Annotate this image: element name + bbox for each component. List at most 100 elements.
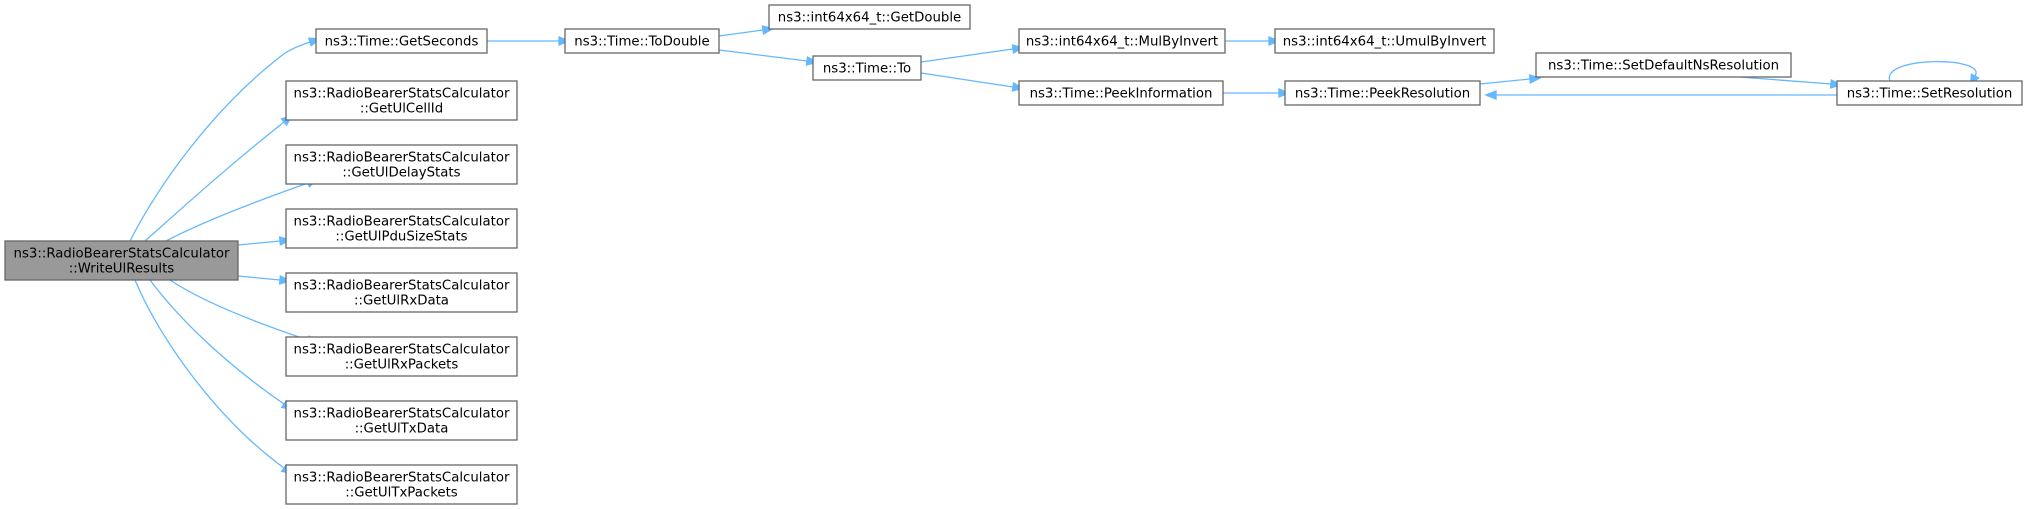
node-label-line: ns3::RadioBearerStatsCalculator <box>294 471 510 486</box>
node-label-line: ::GetUlRxPackets <box>345 358 459 373</box>
arrowhead-icon <box>1829 79 1843 89</box>
node-peekinfo[interactable]: ns3::Time::PeekInformation <box>1018 80 1224 106</box>
edge-setdefns-to-setres <box>1739 76 1843 89</box>
node-box <box>285 272 518 313</box>
edge-line <box>129 41 311 242</box>
edge-line <box>237 275 281 281</box>
node-ulrxdata[interactable]: ns3::RadioBearerStatsCalculator::GetUlRx… <box>285 272 518 313</box>
arrowhead-icon <box>805 55 819 66</box>
edge-write-to-ulrxdata <box>237 275 292 285</box>
node-write[interactable]: ns3::RadioBearerStatsCalculator::WriteUl… <box>4 240 239 281</box>
node-label-line: ns3::RadioBearerStatsCalculator <box>294 343 510 358</box>
edge-line <box>1479 78 1531 85</box>
arrowhead-icon <box>558 36 571 46</box>
arrowhead-icon <box>1484 90 1497 100</box>
node-box <box>1535 52 1792 78</box>
node-box <box>1018 28 1226 54</box>
edge-write-to-ultxdata <box>149 279 294 411</box>
node-box <box>285 80 518 121</box>
node-box <box>285 400 518 441</box>
node-getseconds[interactable]: ns3::Time::GetSeconds <box>315 28 488 54</box>
edge-to-to-peekinfo <box>920 72 1025 92</box>
node-ultxdata[interactable]: ns3::RadioBearerStatsCalculator::GetUlTx… <box>285 400 518 441</box>
node-todouble[interactable]: ns3::Time::ToDouble <box>564 28 720 54</box>
node-setdefns[interactable]: ns3::Time::SetDefaultNsResolution <box>1535 52 1792 78</box>
node-box <box>285 144 518 185</box>
edge-line <box>1739 76 1832 85</box>
node-ulrxpk[interactable]: ns3::RadioBearerStatsCalculator::GetUlRx… <box>285 336 518 377</box>
node-box <box>1284 80 1481 106</box>
node-to[interactable]: ns3::Time::To <box>812 55 922 81</box>
node-box <box>285 464 518 505</box>
node-ultxpk[interactable]: ns3::RadioBearerStatsCalculator::GetUlTx… <box>285 464 518 505</box>
edge-peekres-to-setdefns <box>1479 74 1542 85</box>
node-label-line: ns3::Time::SetResolution <box>1847 87 2013 102</box>
edge-to-to-mulbyinv <box>920 44 1025 63</box>
node-box <box>1274 28 1495 54</box>
node-label-line: ns3::int64x64_t::UmulByInvert <box>1283 35 1487 50</box>
node-label-line: ns3::RadioBearerStatsCalculator <box>14 247 230 262</box>
node-label-line: ns3::RadioBearerStatsCalculator <box>294 215 510 230</box>
node-label-line: ns3::int64x64_t::MulByInvert <box>1026 35 1218 50</box>
node-label-line: ::GetUlTxPackets <box>345 486 458 501</box>
node-label-line: ns3::Time::SetDefaultNsResolution <box>1548 59 1779 74</box>
node-uldelay[interactable]: ns3::RadioBearerStatsCalculator::GetUlDe… <box>285 144 518 185</box>
node-label-line: ::GetUlTxData <box>355 422 449 437</box>
edge-line <box>165 182 309 242</box>
node-label-line: ns3::RadioBearerStatsCalculator <box>294 151 510 166</box>
node-box <box>285 208 518 249</box>
edge-line <box>169 279 309 341</box>
node-label-line: ns3::Time::To <box>823 62 911 77</box>
node-peekres[interactable]: ns3::Time::PeekResolution <box>1284 80 1481 106</box>
edge-line <box>1889 60 1977 82</box>
nodes-layer: ns3::RadioBearerStatsCalculator::WriteUl… <box>4 4 2023 505</box>
node-box <box>812 55 922 81</box>
edge-write-to-ulpdu <box>237 236 292 246</box>
node-label-line: ::GetUlRxData <box>354 294 449 309</box>
edge-line <box>718 29 764 37</box>
edge-line <box>134 279 285 469</box>
node-label-line: ns3::int64x64_t::GetDouble <box>778 11 961 26</box>
arrowhead-icon <box>278 236 292 246</box>
node-getdouble[interactable]: ns3::int64x64_t::GetDouble <box>768 4 971 30</box>
arrowhead-icon <box>1278 88 1291 98</box>
node-label-line: ::GetUlCellId <box>360 102 443 117</box>
edge-todouble-to-to <box>718 49 819 66</box>
node-label-line: ::GetUlPduSizeStats <box>335 230 467 245</box>
edge-mulbyinv-to-umulbyinv <box>1225 36 1281 46</box>
node-ulpdu[interactable]: ns3::RadioBearerStatsCalculator::GetUlPd… <box>285 208 518 249</box>
node-mulbyinv[interactable]: ns3::int64x64_t::MulByInvert <box>1018 28 1226 54</box>
node-label-line: ::WriteUlResults <box>69 262 175 277</box>
node-label-line: ns3::Time::PeekInformation <box>1030 87 1213 102</box>
node-label-line: ns3::Time::GetSeconds <box>325 35 479 50</box>
edge-setres-to-peekres <box>1484 90 1837 100</box>
node-box <box>564 28 720 54</box>
node-label-line: ns3::RadioBearerStatsCalculator <box>294 279 510 294</box>
edge-write-to-ultxpk <box>134 279 294 475</box>
edge-getseconds-to-todouble <box>487 36 571 46</box>
node-box <box>1836 80 2023 106</box>
node-box <box>4 240 239 281</box>
edge-line <box>718 49 808 62</box>
edge-line <box>920 48 1014 63</box>
node-label-line: ns3::RadioBearerStatsCalculator <box>294 87 510 102</box>
edge-line <box>237 240 281 246</box>
edge-peekinfo-to-peekres <box>1223 88 1291 98</box>
node-label-line: ns3::Time::ToDouble <box>574 35 709 50</box>
node-box <box>768 4 971 30</box>
arrowhead-icon <box>1268 36 1281 46</box>
node-setres[interactable]: ns3::Time::SetResolution <box>1836 80 2023 106</box>
node-label-line: ::GetUlDelayStats <box>342 166 460 181</box>
node-label-line: ns3::RadioBearerStatsCalculator <box>294 407 510 422</box>
arrowhead-icon <box>1528 74 1542 85</box>
edge-line <box>144 121 285 242</box>
node-box <box>1018 80 1224 106</box>
edge-line <box>920 72 1014 88</box>
edge-todouble-to-getdouble <box>718 25 775 37</box>
node-umulbyinv[interactable]: ns3::int64x64_t::UmulByInvert <box>1274 28 1495 54</box>
node-ulcell[interactable]: ns3::RadioBearerStatsCalculator::GetUlCe… <box>285 80 518 121</box>
node-box <box>285 336 518 377</box>
node-label-line: ns3::Time::PeekResolution <box>1295 87 1470 102</box>
node-box <box>315 28 488 54</box>
